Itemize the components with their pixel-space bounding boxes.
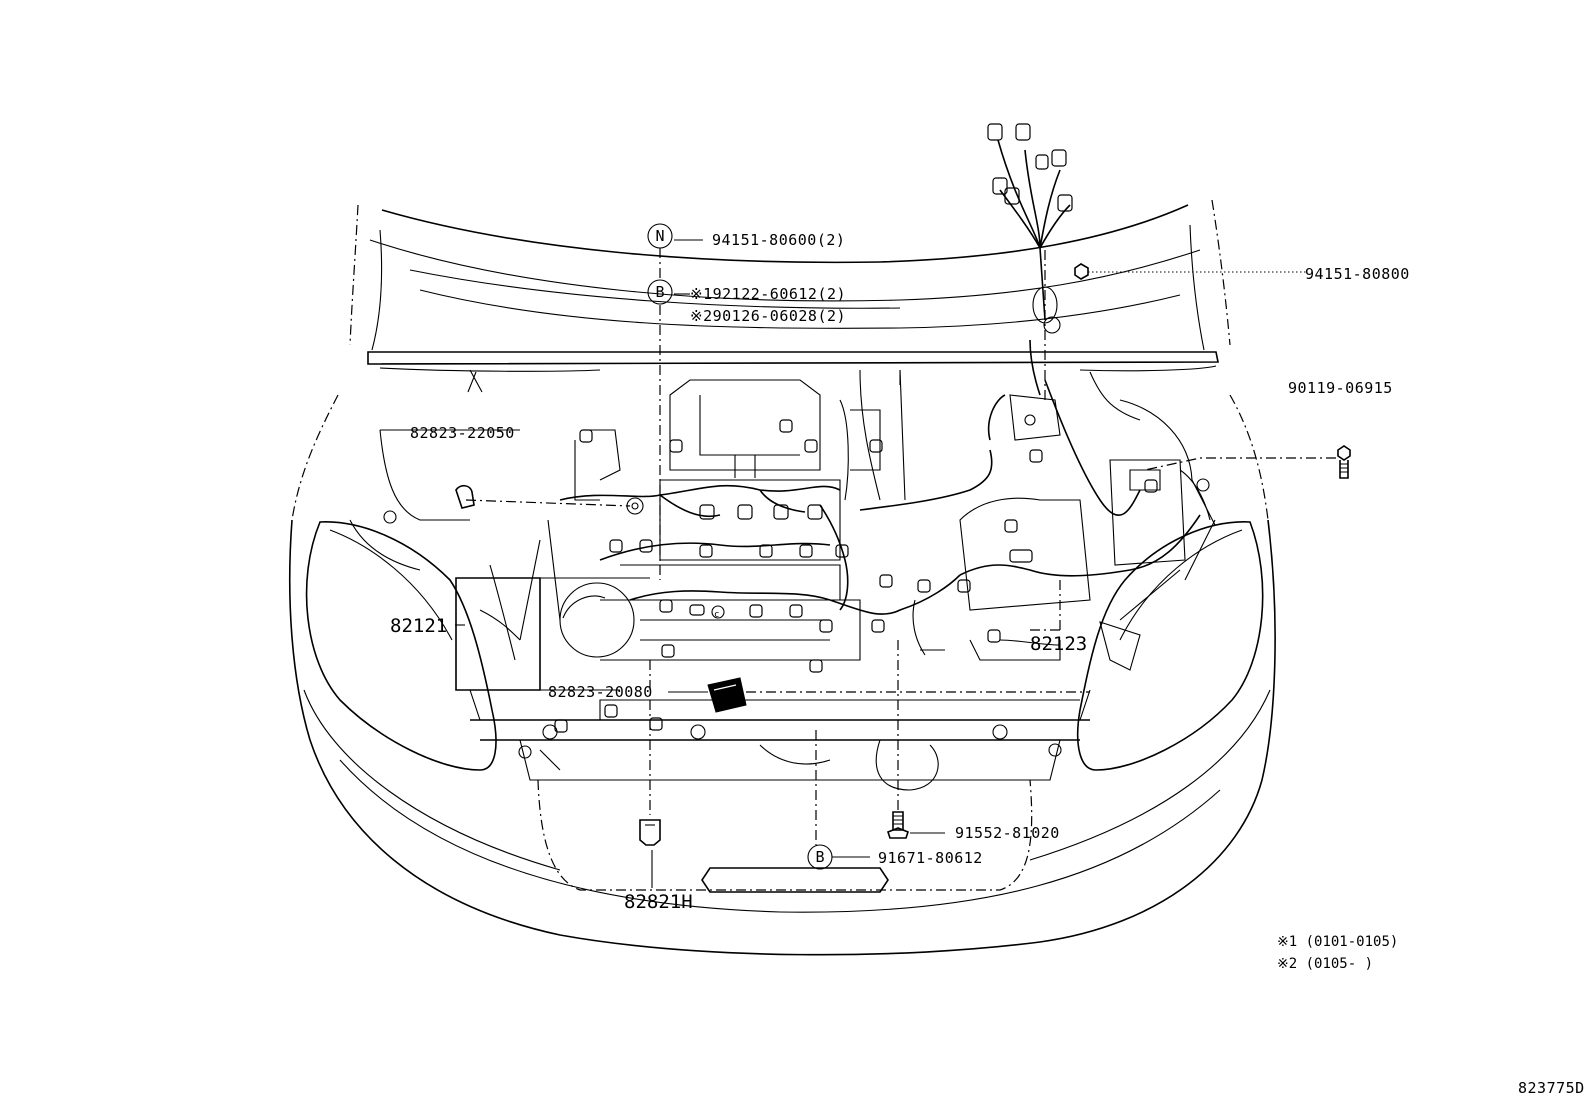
footnotes: ※1 (0101-0105) ※2 (0105- ) — [1277, 934, 1398, 972]
hood-outline — [349, 199, 1231, 351]
engine-wire-harness: c — [554, 339, 1201, 733]
part-label-90119-06915: 90119-06915 — [1288, 379, 1393, 397]
part-label-82823-22050: 82823-22050 — [410, 424, 515, 442]
drawing-id: 823775D — [1518, 1079, 1585, 1097]
part-label-82823-20080: 82823-20080 — [548, 683, 653, 701]
part-label-91671-80612: 91671-80612 — [878, 849, 983, 867]
callout-circles: N B B — [647, 223, 833, 870]
part-label-94151-80600: 94151-80600(2) — [712, 231, 845, 249]
fasteners — [455, 445, 1351, 846]
part-label-82123: 82123 — [1030, 633, 1087, 655]
part-label-92122-60612: ※192122-60612(2) — [690, 285, 846, 303]
left-headlamp — [305, 521, 497, 771]
harness-group-box — [455, 577, 650, 691]
svg-text:N: N — [655, 227, 664, 245]
circle-callout-b-bottom: B — [807, 844, 833, 870]
svg-text:c: c — [714, 610, 719, 620]
part-labels: 94151-80600(2) ※192122-60612(2) ※290126-… — [390, 231, 1410, 913]
radiator-support — [469, 689, 1091, 791]
right-headlamp — [1076, 521, 1264, 771]
footnote-1: ※1 (0101-0105) — [1277, 934, 1398, 950]
leader-lines — [455, 239, 1336, 888]
cowl-panel — [367, 351, 1219, 393]
part-label-91552-81020: 91552-81020 — [955, 824, 1060, 842]
svg-text:B: B — [655, 283, 664, 301]
part-label-82821h: 82821H — [624, 891, 693, 913]
engine-assembly — [479, 369, 1216, 671]
footnote-2: ※2 (0105- ) — [1277, 956, 1373, 972]
fender-aprons — [349, 371, 1216, 571]
part-label-94151-80800: 94151-80800 — [1305, 265, 1410, 283]
part-label-82121: 82121 — [390, 615, 447, 637]
top-harness-pigtails — [987, 123, 1089, 334]
part-label-90126-06028: ※290126-06028(2) — [690, 307, 846, 325]
circle-callout-b-top: B — [647, 279, 673, 305]
body-outline — [288, 394, 1276, 956]
license-plate — [701, 867, 889, 893]
svg-text:B: B — [815, 848, 824, 866]
circle-callout-n: N — [647, 223, 673, 249]
